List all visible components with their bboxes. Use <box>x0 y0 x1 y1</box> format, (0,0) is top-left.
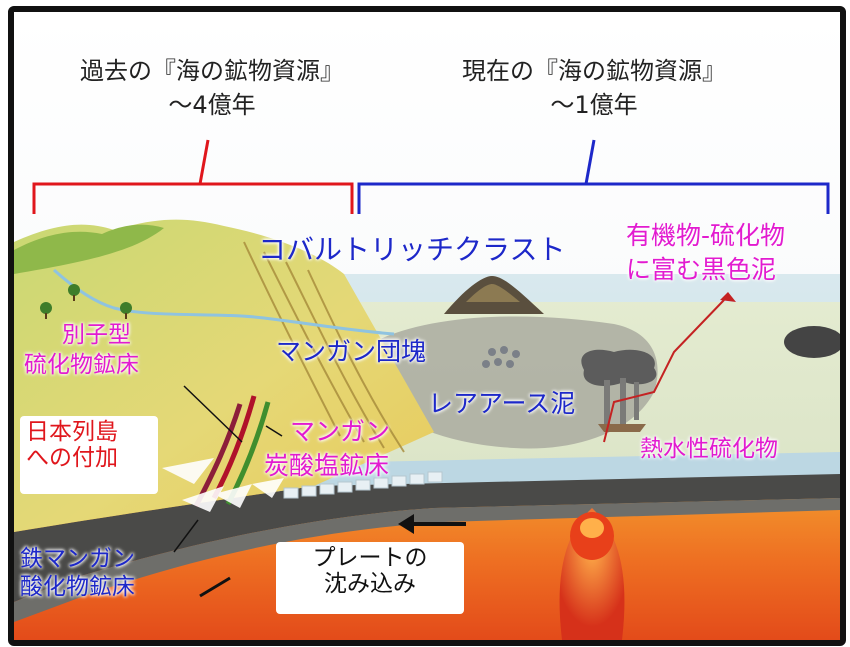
black-mud-label-line1: 有機物-硫化物 <box>626 221 786 250</box>
present-resources-age: ～1億年 <box>550 91 638 119</box>
ridge-fault <box>603 299 725 443</box>
pointer-lines <box>173 385 283 553</box>
arrow-left-icon <box>398 514 466 534</box>
besshi-deposit-label-line2: 硫化物鉱床 <box>24 352 139 378</box>
hydrothermal-sulfide-label: 熱水性硫化物 <box>640 436 778 462</box>
black-mud-deposit <box>784 326 840 358</box>
geology-cross-section <box>14 12 840 640</box>
besshi-deposit-label-line1: 別子型 <box>62 322 131 348</box>
black-mud-label-line2: に富む黒色泥 <box>626 255 777 284</box>
past-resources-age: ～4億年 <box>168 91 256 119</box>
manganese-nodules <box>482 346 520 368</box>
accretionary-wedge <box>243 241 405 453</box>
accretion-label-box: 日本列島 への付加 <box>20 416 158 494</box>
black-smoker <box>581 349 657 432</box>
subduction-label-line1: プレートの <box>312 545 428 571</box>
sediment-blocks <box>283 471 443 499</box>
diagram-frame: 過去の『海の鉱物資源』 ～4億年 現在の『海の鉱物資源』 ～1億年 コバルトリッ… <box>8 6 846 646</box>
oceanic-plate <box>14 474 840 602</box>
past-bracket <box>32 139 354 214</box>
present-bracket <box>357 139 830 214</box>
past-resources-title: 過去の『海の鉱物資源』 <box>80 57 344 85</box>
subducted-blocks <box>162 458 284 512</box>
subduction-label-box: プレートの 沈み込み <box>276 542 464 614</box>
mn-carbonate-label-line2: 炭酸塩鉱床 <box>264 451 390 480</box>
present-resources-title: 現在の『海の鉱物資源』 <box>462 57 726 85</box>
fe-mn-pointer <box>199 576 231 598</box>
accretion-label-line2: への付加 <box>26 445 118 472</box>
cobalt-crust-label: コバルトリッチクラスト <box>258 233 566 266</box>
accretion-label-line1: 日本列島 <box>26 419 118 445</box>
fe-mn-oxide-label-line2: 酸化物鉱床 <box>20 574 135 600</box>
rare-earth-mud-zone <box>374 316 658 449</box>
subduction-label-line2: 沈み込み <box>324 571 416 598</box>
manganese-nodule-label: マンガン団塊 <box>276 337 427 366</box>
trees <box>40 284 132 319</box>
mn-carbonate-label-line1: マンガン <box>290 417 391 446</box>
fe-mn-oxide-label-line1: 鉄マンガン <box>20 546 135 572</box>
rare-earth-mud-label: レアアース泥 <box>428 389 576 418</box>
